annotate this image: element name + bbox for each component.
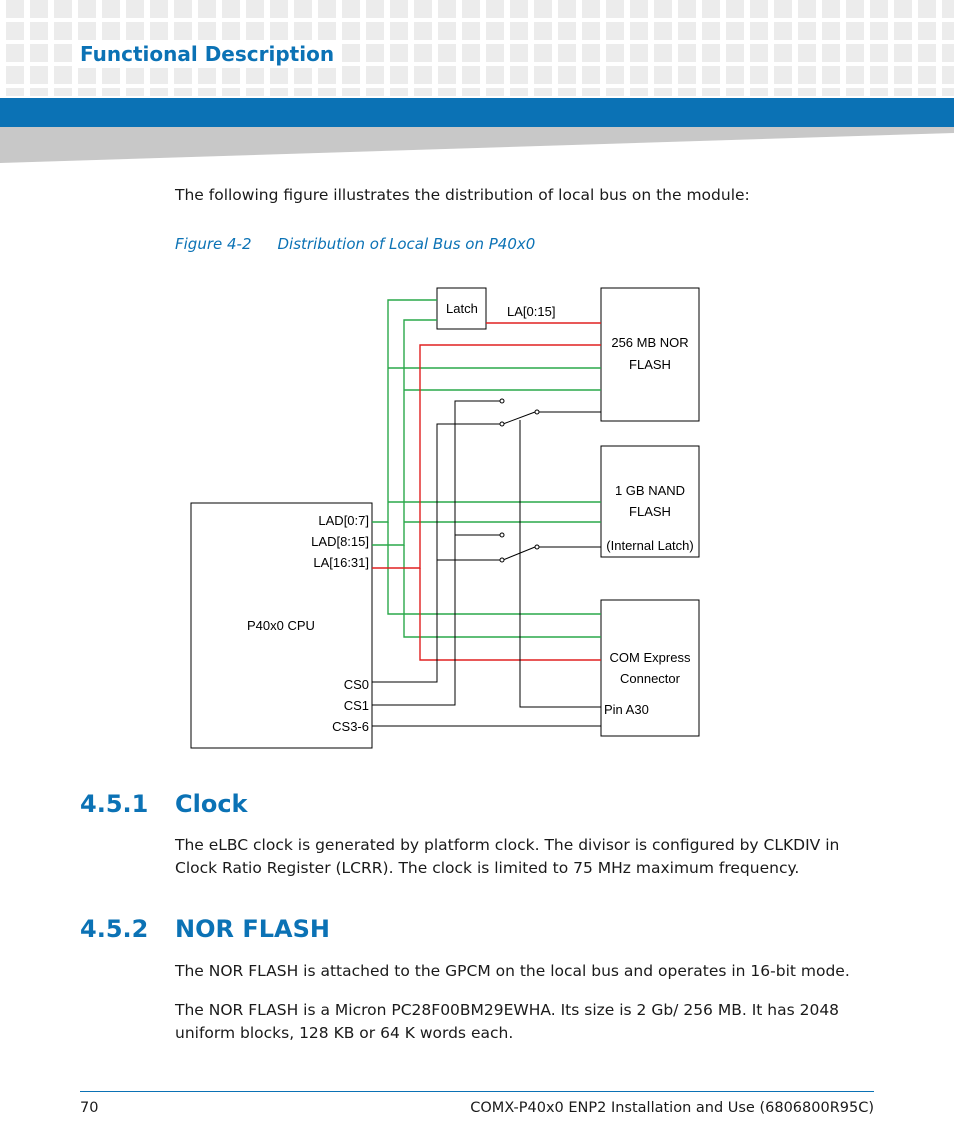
footer-rule [80, 1091, 874, 1092]
nor-flash-label-1: 256 MB NOR [611, 335, 688, 350]
cpu-box [190, 502, 373, 749]
section-heading-nor-flash: 4.5.2 NOR FLASH [80, 915, 330, 943]
la-bus-red [372, 322, 601, 661]
intro-text: The following figure illustrates the dis… [175, 186, 750, 204]
chapter-title: Functional Description [76, 40, 339, 68]
latch-box [436, 287, 487, 330]
header-grey-wedge [0, 127, 954, 163]
latch-label: Latch [446, 301, 478, 316]
header-pattern [0, 0, 954, 96]
switch-contacts [499, 398, 540, 563]
figure-number: Figure 4-2 [175, 235, 252, 253]
nor-flash-box [600, 287, 700, 422]
clock-paragraph: The eLBC clock is generated by platform … [175, 836, 840, 877]
cpu-label: P40x0 CPU [247, 618, 315, 633]
cpu-pin-cs1: CS1 [344, 698, 369, 713]
cpu-pin-lad0-7: LAD[0:7] [318, 513, 369, 528]
la-bus-label: LA[0:15] [507, 304, 555, 319]
section-number: 4.5.2 [80, 915, 149, 943]
com-express-label-2: Connector [620, 671, 681, 686]
section-number: 4.5.1 [80, 790, 149, 818]
nor-flash-label-2: FLASH [629, 357, 671, 372]
figure-title: Distribution of Local Bus on P40x0 [277, 235, 536, 253]
cpu-pin-cs3-6: CS3-6 [332, 719, 369, 734]
nand-flash-label-3: (Internal Latch) [606, 538, 693, 553]
nor-paragraph-1: The NOR FLASH is attached to the GPCM on… [175, 962, 850, 980]
page-number: 70 [80, 1100, 99, 1116]
com-express-box [600, 599, 700, 737]
com-express-pin-label: Pin A30 [604, 702, 649, 717]
section-heading-clock: 4.5.1 Clock [80, 790, 248, 818]
document-title: COMX-P40x0 ENP2 Installation and Use (68… [470, 1100, 874, 1116]
nand-flash-label-2: FLASH [629, 504, 671, 519]
nand-flash-label-1: 1 GB NAND [615, 483, 685, 498]
section-title: Clock [175, 790, 248, 818]
local-bus-diagram: P40x0 CPU LAD[0:7] LAD[8:15] LA[16:31] C… [190, 287, 700, 749]
lad-bus-green [372, 299, 601, 638]
chip-select-lines [372, 400, 601, 727]
cpu-pin-la16-31: LA[16:31] [313, 555, 369, 570]
cpu-pin-cs0: CS0 [344, 677, 369, 692]
cpu-pin-lad8-15: LAD[8:15] [311, 534, 369, 549]
header-blue-bar [0, 98, 954, 127]
figure-caption: Figure 4-2 Distribution of Local Bus on … [175, 235, 535, 253]
section-title: NOR FLASH [175, 915, 330, 943]
com-express-label-1: COM Express [610, 650, 691, 665]
nor-paragraph-2: The NOR FLASH is a Micron PC28F00BM29EWH… [175, 1001, 840, 1042]
